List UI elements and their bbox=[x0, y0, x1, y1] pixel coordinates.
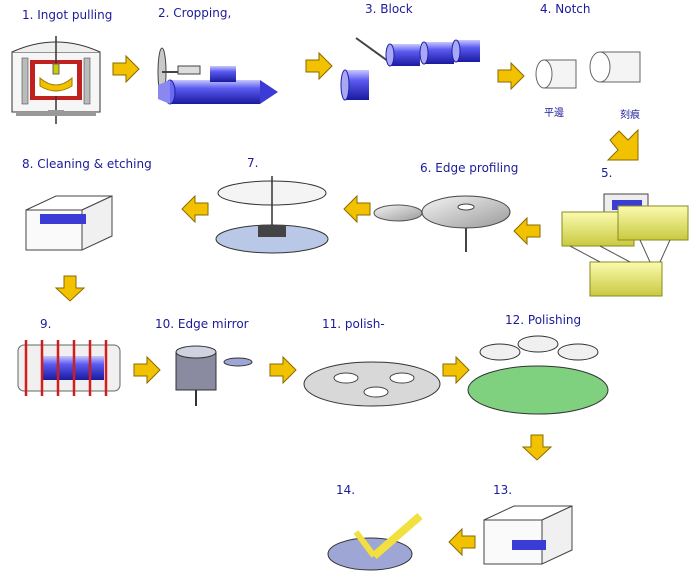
cropping-illustration bbox=[157, 47, 278, 105]
step-13-label: 13. bbox=[493, 483, 513, 497]
step-11-label: 11. polish- bbox=[322, 317, 385, 331]
step-8-label: 8. Cleaning & etching bbox=[22, 157, 152, 171]
arrow-10-11 bbox=[269, 355, 297, 385]
etching-tank-illustration bbox=[25, 195, 113, 251]
notch-flat-label: 平邊 bbox=[544, 108, 564, 119]
ingot-puller-illustration bbox=[11, 36, 101, 124]
arrow-2-3 bbox=[305, 51, 333, 81]
final-cleaning-tank-illustration bbox=[483, 505, 573, 565]
step-3-label: 3. Block bbox=[365, 2, 413, 16]
step-12-label: 12. Polishing bbox=[505, 313, 582, 327]
step-2-label: 2. Cropping, bbox=[158, 6, 232, 20]
edge-mirror-illustration bbox=[175, 345, 253, 406]
step-4-label: 4. Notch bbox=[540, 2, 591, 16]
step-14-label: 14. bbox=[336, 483, 356, 497]
step-7-label: 7. bbox=[247, 156, 259, 170]
notch-notch-label: 刻痕 bbox=[620, 110, 640, 121]
step-9-label: 9. bbox=[40, 317, 52, 331]
step-6-label: 6. Edge profiling bbox=[420, 161, 519, 175]
step-5-label: 5. bbox=[601, 166, 613, 180]
arrow-7-8 bbox=[181, 194, 209, 224]
block-illustration bbox=[340, 37, 480, 101]
polishing-machine-illustration bbox=[467, 335, 609, 415]
edge-profiling-illustration bbox=[373, 195, 511, 252]
polish-mount-illustration bbox=[303, 361, 441, 407]
lapping-illustration bbox=[215, 176, 329, 254]
arrow-4-5 bbox=[606, 128, 639, 161]
notch-illustration bbox=[535, 51, 641, 89]
arrow-9-10 bbox=[133, 355, 161, 385]
arrow-5-6 bbox=[513, 216, 541, 246]
arrow-8-9 bbox=[54, 275, 86, 302]
arrow-13-14 bbox=[448, 527, 476, 557]
arrow-11-12 bbox=[442, 355, 470, 385]
wire-saw-illustration bbox=[561, 193, 689, 297]
arrow-1-2 bbox=[112, 54, 140, 84]
arrow-3-4 bbox=[497, 61, 525, 91]
arrow-6-7 bbox=[343, 194, 371, 224]
step-10-label: 10. Edge mirror bbox=[155, 317, 249, 331]
heat-coil-illustration bbox=[17, 340, 121, 396]
step-1-label: 1. Ingot pulling bbox=[22, 8, 113, 22]
inspection-illustration bbox=[327, 512, 423, 571]
arrow-12-13 bbox=[521, 434, 553, 461]
